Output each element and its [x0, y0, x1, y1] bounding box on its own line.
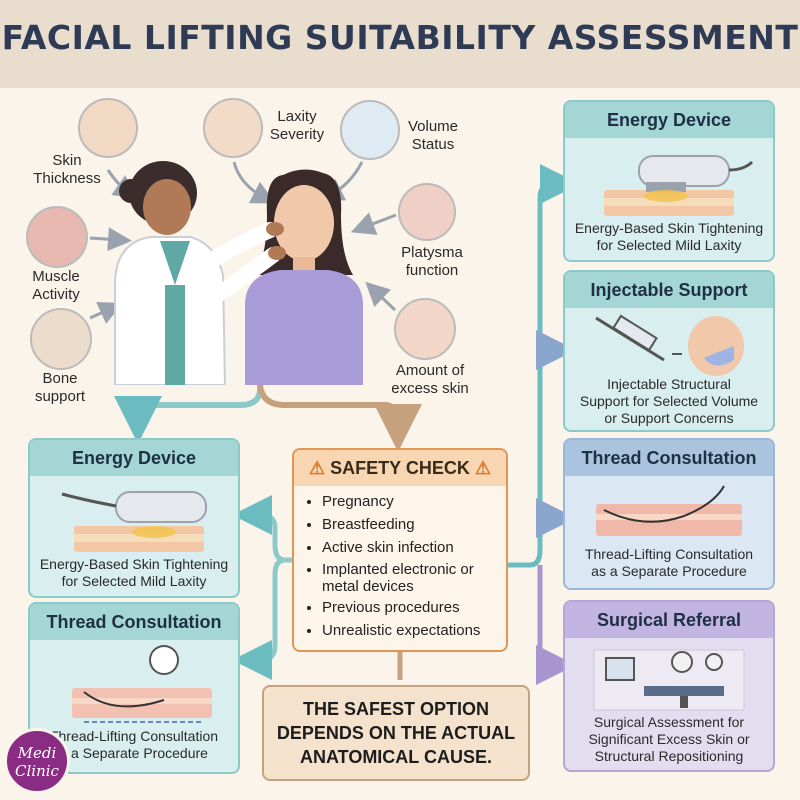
conclusion-box: THE SAFEST OPTION DEPENDS ON THE ACTUAL …	[262, 685, 530, 781]
card-description: Energy-Based Skin Tightening for Selecte…	[574, 220, 764, 253]
conclusion-text: THE SAFEST OPTION DEPENDS ON THE ACTUAL …	[276, 699, 516, 767]
factor-bone-support: Bone support	[34, 370, 86, 405]
card-thread-consultation-right: Thread Consultation Thread-Lifting Consu…	[563, 438, 775, 590]
factor-volume-status: Volume Status	[407, 118, 459, 153]
card-energy-device-left: Energy Device Energy-Based Skin Tighteni…	[28, 438, 240, 598]
factor-excess-skin: Amount of excess skin	[391, 362, 469, 397]
neck-icon	[398, 183, 456, 241]
safety-item: Pregnancy	[322, 492, 506, 512]
factor-laxity-severity: Laxity Severity	[269, 108, 325, 143]
energy-device-icon	[61, 491, 207, 552]
thread-skin-icon	[72, 645, 212, 723]
header-band	[0, 0, 800, 88]
card-energy-device-right: Energy Device Energy-Based Skin Tighteni…	[563, 100, 775, 262]
warning-icon: ⚠	[474, 458, 491, 478]
card-description: Thread-Lifting Consultation as a Separat…	[584, 546, 754, 579]
safety-item: Breastfeeding	[322, 515, 506, 535]
factor-platysma-function: Platysma function	[401, 244, 463, 279]
safety-check-title: SAFETY CHECK	[330, 458, 470, 478]
warning-icon: ⚠	[309, 458, 326, 478]
card-thread-consultation-left: Thread Consultation Thread-Lifting Consu…	[28, 602, 240, 774]
water-drop-icon	[340, 100, 400, 160]
factor-skin-thickness: Skin Thickness	[33, 152, 101, 187]
bone-icon	[30, 308, 92, 370]
skin-layer-icon	[78, 98, 138, 158]
safety-item: Unrealistic expectations	[322, 621, 506, 641]
wrinkled-face-icon	[203, 98, 263, 158]
card-injectable-support-right: Injectable Support Injectable Structural…	[563, 270, 775, 432]
card-title: Thread Consultation	[30, 604, 238, 640]
logo-line1: Medi	[17, 744, 57, 762]
card-description: Surgical Assessment for Significant Exce…	[588, 714, 750, 764]
card-title: Surgical Referral	[565, 602, 773, 638]
sagging-skin-icon	[394, 298, 456, 360]
safety-check-list: Pregnancy Breastfeeding Active skin infe…	[294, 492, 506, 641]
card-description: Energy-Based Skin Tightening for Selecte…	[39, 556, 229, 589]
thread-skin-icon	[596, 485, 742, 536]
card-title: Thread Consultation	[565, 440, 773, 476]
safety-item: Previous procedures	[322, 598, 506, 618]
card-description: Injectable Structural Support for Select…	[579, 376, 759, 426]
factor-muscle-activity: Muscle Activity	[32, 268, 80, 303]
safety-check-header: ⚠ SAFETY CHECK ⚠	[294, 450, 506, 486]
card-title: Energy Device	[30, 440, 238, 476]
surgical-room-icon	[593, 649, 745, 711]
page-title: FACIAL LIFTING SUITABILITY ASSESSMENT	[1, 18, 799, 57]
card-title: Energy Device	[565, 102, 773, 138]
safety-item: Implanted electronic or metal devices	[322, 561, 506, 595]
card-title: Injectable Support	[565, 272, 773, 308]
safety-item: Active skin infection	[322, 538, 506, 558]
muscle-icon	[26, 206, 88, 268]
safety-check-box: ⚠ SAFETY CHECK ⚠ Pregnancy Breastfeeding…	[292, 448, 508, 652]
doctor-patient-illustration	[114, 161, 363, 385]
syringe-face-icon	[595, 314, 744, 376]
energy-device-icon	[604, 155, 754, 216]
card-surgical-referral-right: Surgical Referral Surgical Assessment fo…	[563, 600, 775, 772]
logo-line2: Clinic	[15, 762, 59, 780]
clinic-logo: Medi Clinic	[4, 728, 70, 794]
